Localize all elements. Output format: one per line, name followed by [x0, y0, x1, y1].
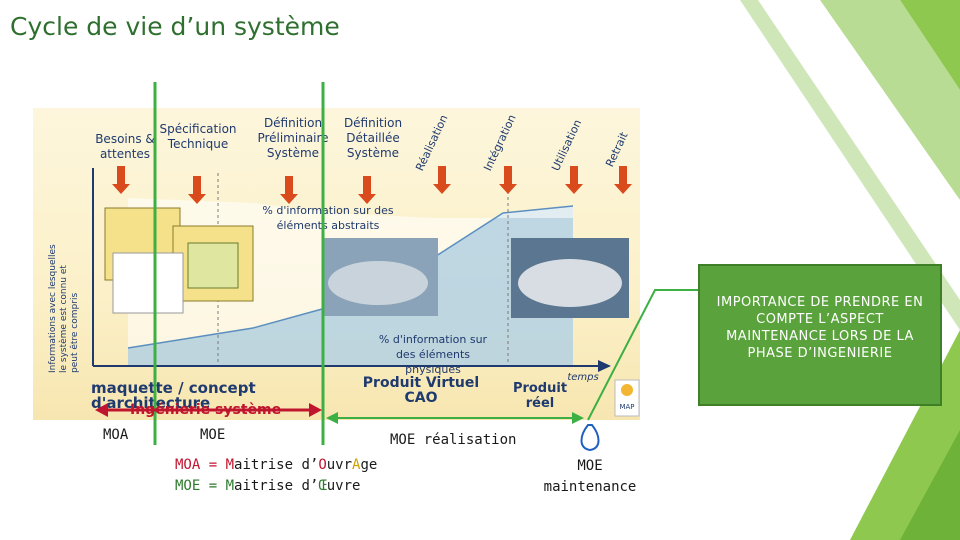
moa-def-o: O [318, 457, 327, 473]
logo-text: MAP [619, 403, 635, 411]
phase-besoins: Besoins & attentes [95, 132, 155, 161]
maintenance-callout: IMPORTANCE DE PRENDRE EN COMPTE L’ASPECT… [698, 264, 942, 406]
arrow-utilisation [565, 166, 583, 194]
moe-def-oe: Œ [318, 478, 327, 494]
bottom-virtuel-label: Produit Virtuel CAO [362, 375, 480, 406]
moa-def-a: A [352, 457, 361, 473]
time-axis-label: temps [567, 372, 599, 383]
phase-definition-detaillee: Définition Détaillée Système [343, 116, 403, 160]
bottom-reel-label: Produit réel [512, 381, 568, 411]
phase-specification: Spécification Technique [159, 122, 237, 151]
moe-def-part2: aitrise d’ [234, 478, 319, 494]
physical-info-label: % d'information sur des éléments physiqu… [378, 333, 488, 376]
moa-def-part2: aitrise d’ [234, 457, 319, 473]
arrow-specification [188, 176, 206, 204]
moe-def-part4: uvre [326, 478, 361, 494]
decorative-stripes [740, 0, 960, 540]
moe-def-m: M [225, 478, 235, 494]
moe-maintenance-line1: MOE [577, 458, 603, 474]
moe-maintenance-line2: maintenance [543, 479, 637, 495]
moa-def-m: M [225, 457, 235, 473]
moa-label: MOA [103, 427, 129, 443]
lifecycle-diagram: Besoins & attentes Spécification Techniq… [33, 108, 640, 420]
abstract-info-label: % d'information sur des éléments abstrai… [262, 204, 394, 232]
moa-def-prefix: MOA = [175, 457, 226, 473]
arrow-besoins [112, 166, 130, 194]
arrow-definition-detaillee [358, 176, 376, 204]
arrow-definition-preliminaire [280, 176, 298, 204]
moe-realisation-label: MOE réalisation [390, 432, 517, 448]
arrow-realisation [433, 166, 451, 194]
information-curves [92, 168, 640, 417]
moa-def-part6: ge [360, 457, 378, 473]
moe-definition: MOE = Maitrise d’Œuvre [175, 478, 360, 494]
arrow-integration [499, 166, 517, 194]
moe-maintenance-label: MOE maintenance [535, 456, 645, 498]
ingenierie-systeme-label: Ingénierie système [130, 402, 282, 418]
moe-label: MOE [200, 427, 226, 443]
moa-definition: MOA = Maitrise d’OuvrAge [175, 457, 377, 473]
slide-title: Cycle de vie d’un système [10, 12, 340, 41]
bottom-maquette-label: maquette / concept d'architecture [91, 379, 256, 412]
phase-definition-preliminaire: Définition Préliminaire Système [257, 116, 329, 160]
moa-def-part4: uvr [326, 457, 353, 473]
arrow-retrait [614, 166, 632, 194]
moe-def-prefix: MOE = [175, 478, 226, 494]
